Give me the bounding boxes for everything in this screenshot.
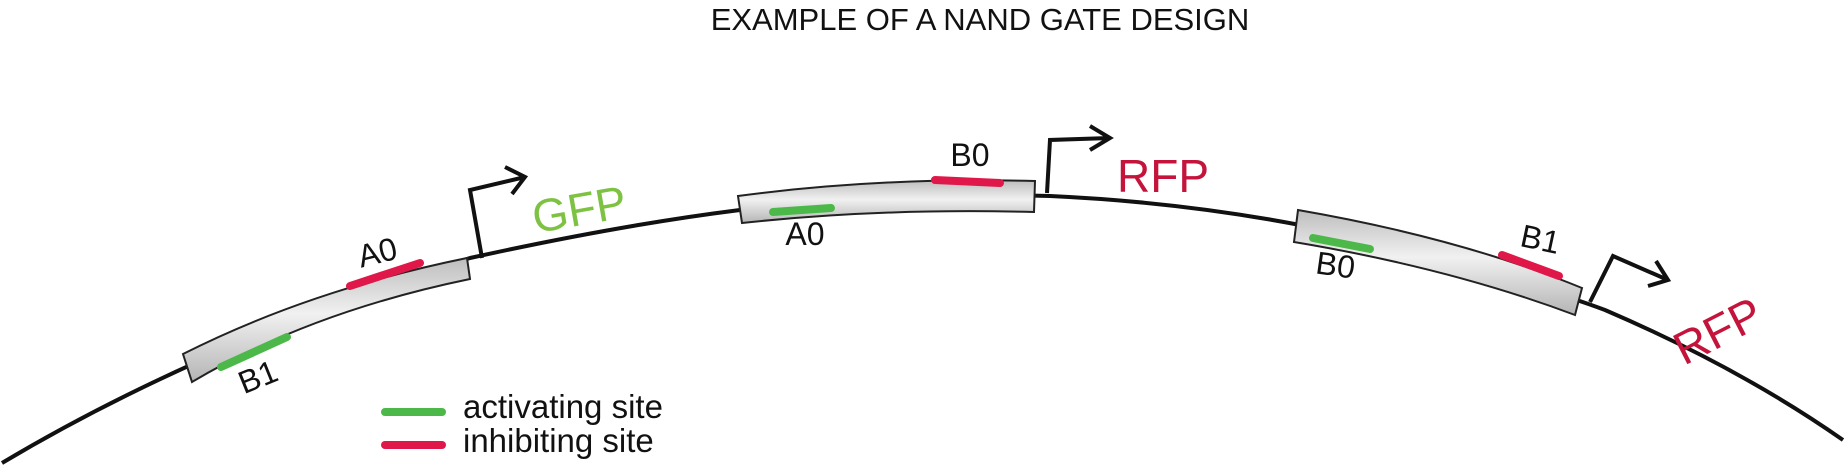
module-left-b1-activating-site bbox=[217, 333, 291, 371]
module-middle-b0-label: B0 bbox=[950, 137, 989, 173]
module-left-a0-inhibiting-site bbox=[346, 259, 424, 290]
module-right-b1-label: B1 bbox=[1517, 218, 1563, 261]
module-right-body bbox=[1292, 208, 1584, 317]
module-left: A0 B1 GFP bbox=[181, 165, 630, 401]
legend: activating site inhibiting site bbox=[381, 388, 663, 459]
module-right-b0-label: B0 bbox=[1314, 245, 1358, 286]
module-middle-promoter-arrow bbox=[1045, 124, 1114, 194]
legend-inhibiting-label: inhibiting site bbox=[463, 422, 654, 459]
module-middle-a0-label: A0 bbox=[785, 216, 824, 252]
module-middle-reporter-rfp: RFP bbox=[1117, 150, 1209, 202]
module-middle-a0-activating-site bbox=[769, 204, 835, 216]
module-middle: B0 A0 RFP bbox=[736, 124, 1209, 252]
module-right-promoter-arrow bbox=[1588, 253, 1672, 303]
module-left-promoter-arrow bbox=[467, 165, 529, 259]
module-middle-b0-inhibiting-site bbox=[931, 176, 1004, 187]
module-right: B0 B1 RFP bbox=[1292, 208, 1771, 375]
module-left-reporter-gfp: GFP bbox=[528, 175, 630, 243]
module-middle-body bbox=[736, 179, 1037, 225]
module-right-b1-inhibiting-site bbox=[1498, 251, 1563, 280]
module-right-b0-activating-site bbox=[1309, 234, 1374, 253]
diagram-title: EXAMPLE OF A NAND GATE DESIGN bbox=[711, 2, 1250, 37]
legend-activating-label: activating site bbox=[463, 388, 663, 425]
